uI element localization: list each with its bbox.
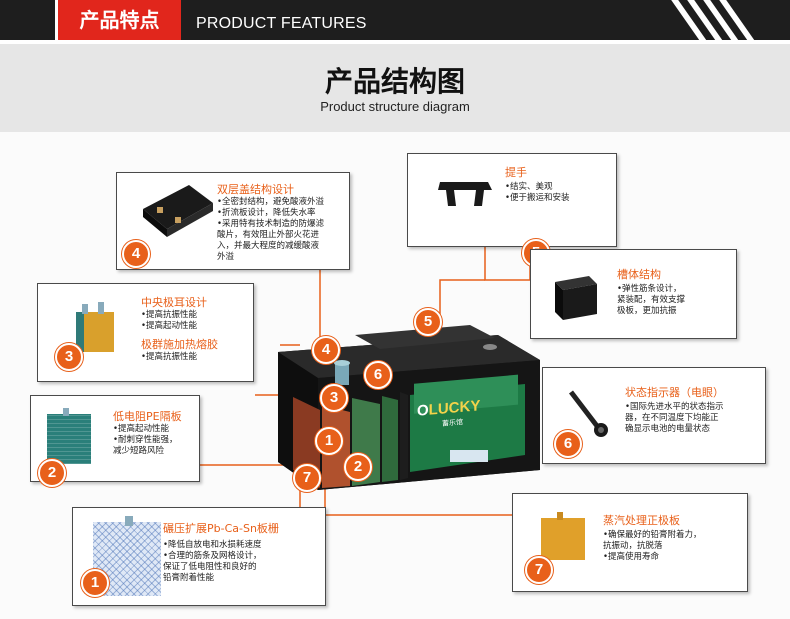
marker-7: 7 xyxy=(293,464,321,492)
callout-title: 状态指示器（电眼） xyxy=(625,386,724,399)
callout-title-2: 极群施加热熔胶 xyxy=(141,338,218,351)
marker-1: 1 xyxy=(315,427,343,455)
callout-case: 槽体结构 •弹性筋条设计， 紧装配，有效支撑 极板，更加抗振 xyxy=(530,249,737,339)
top-header-bar: 产品特点 PRODUCT FEATURES xyxy=(0,0,790,48)
battery-brand-cn: 蓄乐馆 xyxy=(442,418,463,428)
callout-bullets: •提高抗振性能 •提高起动性能 xyxy=(141,310,198,331)
plate-group-image xyxy=(76,302,114,352)
marker-3: 3 xyxy=(320,384,348,412)
page-title: 产品结构图 xyxy=(324,65,465,98)
badge-3: 3 xyxy=(55,343,83,371)
callout-handle: 提手 •结实、美观 •便于搬运和安装 xyxy=(407,153,617,247)
marker-6: 6 xyxy=(364,361,392,389)
brand-prefix: O xyxy=(417,401,429,420)
callout-bullets: •提高起动性能 •耐刺穿性能强， 减少短路风险 xyxy=(113,424,178,456)
title-band: 产品结构图 Product structure diagram xyxy=(0,44,790,132)
handle-image xyxy=(438,182,492,206)
callout-dual-lid: 双层盖结构设计 •全密封结构，避免酸液外溢 •折流板设计，降低失水率 •采用特有… xyxy=(116,172,350,270)
callout-bullets: •国际先进水平的状态指示 器，在不同温度下均能正 确显示电池的电量状态 xyxy=(625,402,724,434)
section-tab: 产品特点 xyxy=(55,0,181,40)
lid-image xyxy=(143,185,213,237)
plate-tab xyxy=(557,512,563,520)
badge-2: 2 xyxy=(38,459,66,487)
callout-title: 碾压扩展Pb-Ca-Sn板栅 xyxy=(163,522,279,535)
callout-grid: 碾压扩展Pb-Ca-Sn板栅 •降低自放电和水损耗速度 •合理的筋条及网格设计，… xyxy=(72,507,326,606)
callout-bullets: •确保最好的铅膏附着力， 抗振动，抗脱落 •提高使用寿命 xyxy=(603,530,702,562)
callout-center-lug: 中央极耳设计 •提高抗振性能 •提高起动性能 极群施加热熔胶 •提高抗振性能 xyxy=(37,283,254,382)
badge-5-case: 5 xyxy=(414,308,442,336)
callout-title: 蒸汽处理正极板 xyxy=(603,514,680,527)
positive-plate-image xyxy=(541,518,585,560)
separator-tab xyxy=(63,408,69,416)
case-image xyxy=(555,276,597,320)
callout-title: 低电阻PE隔板 xyxy=(113,410,182,423)
callout-bullets: •结实、美观 •便于搬运和安装 xyxy=(505,182,570,203)
badge-4: 4 xyxy=(122,240,150,268)
badge-1: 1 xyxy=(81,569,109,597)
badge-7: 7 xyxy=(525,556,553,584)
badge-6: 6 xyxy=(554,430,582,458)
marker-4: 4 xyxy=(312,336,340,364)
callout-bullets: •降低自放电和水损耗速度 •合理的筋条及网格设计， 保证了低电阻性和良好的 铅膏… xyxy=(163,540,262,583)
callout-bullets-2: •提高抗振性能 xyxy=(141,352,198,362)
indicator-image xyxy=(569,390,608,437)
product-features-heading: PRODUCT FEATURES xyxy=(196,15,367,32)
separator-image xyxy=(47,414,91,464)
callout-title: 中央极耳设计 xyxy=(141,296,207,309)
page-subtitle: Product structure diagram xyxy=(320,99,470,114)
callout-bullets: •全密封结构，避免酸液外溢 •折流板设计，降低失水率 •采用特有技术制造的防爆滤… xyxy=(217,197,325,262)
battery-illustration xyxy=(278,325,540,490)
marker-2: 2 xyxy=(344,453,372,481)
callout-title: 双层盖结构设计 xyxy=(217,183,294,196)
callout-title: 槽体结构 xyxy=(617,268,661,281)
callout-bullets: •弹性筋条设计， 紧装配，有效支撑 极板，更加抗振 xyxy=(617,284,686,316)
callout-title: 提手 xyxy=(505,166,527,179)
grid-tab xyxy=(125,516,133,526)
